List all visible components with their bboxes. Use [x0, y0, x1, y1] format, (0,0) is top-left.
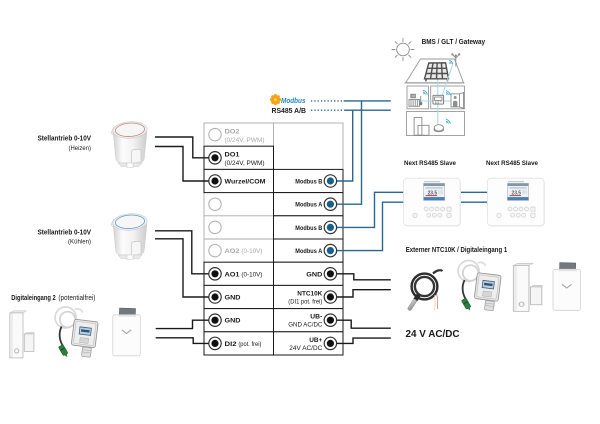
svg-text:Modbus B: Modbus B	[295, 225, 322, 232]
svg-text:Modbus B: Modbus B	[295, 179, 322, 186]
svg-text:Next RS485 Slave: Next RS485 Slave	[404, 160, 456, 167]
svg-text:(potentialfrei): (potentialfrei)	[58, 295, 95, 302]
svg-text:(0/24V, PWM): (0/24V, PWM)	[225, 160, 265, 167]
svg-text:Digitaleingang 2: Digitaleingang 2	[11, 295, 56, 302]
svg-text:24 V AC/DC: 24 V AC/DC	[406, 329, 460, 340]
svg-text:UB+: UB+	[309, 337, 322, 344]
svg-text:GND: GND	[225, 295, 241, 302]
svg-text:GND: GND	[306, 271, 322, 278]
svg-text:DO1: DO1	[225, 152, 240, 159]
svg-text:Stellantrieb 0-10V: Stellantrieb 0-10V	[38, 136, 92, 143]
svg-text:Externer NTC10K / Digitaleinga: Externer NTC10K / Digitaleingang 1	[406, 245, 508, 254]
svg-text:(Heizen): (Heizen)	[69, 145, 92, 152]
svg-text:24V AC/DC: 24V AC/DC	[289, 345, 323, 352]
svg-text:GND AC/DC: GND AC/DC	[288, 322, 323, 329]
svg-text:UB-: UB-	[310, 314, 322, 321]
svg-text:BMS / GLT / Gateway: BMS / GLT / Gateway	[422, 39, 486, 46]
svg-text:Stellantrieb 0-10V: Stellantrieb 0-10V	[38, 230, 92, 237]
svg-text:Wurzel/COM: Wurzel/COM	[225, 179, 266, 186]
svg-text:AO2 (0-10V): AO2 (0-10V)	[225, 248, 263, 255]
svg-text:DO2: DO2	[225, 129, 240, 136]
svg-text:(Kühlen): (Kühlen)	[68, 239, 91, 246]
svg-text:NTC10K: NTC10K	[297, 291, 322, 298]
svg-text:Modbus A: Modbus A	[295, 248, 322, 255]
svg-text:AO1 (0-10V): AO1 (0-10V)	[225, 271, 263, 278]
svg-text:Next RS485 Slave: Next RS485 Slave	[486, 160, 538, 167]
svg-text:Modbus: Modbus	[281, 96, 306, 105]
svg-text:GND: GND	[225, 318, 241, 325]
svg-text:(DI1 pot. frei): (DI1 pot. frei)	[288, 299, 322, 306]
svg-text:DI2 (pot. frei): DI2 (pot. frei)	[225, 341, 262, 348]
svg-text:RS485 A/B: RS485 A/B	[272, 108, 307, 115]
svg-text:(0/24V, PWM): (0/24V, PWM)	[225, 137, 265, 144]
svg-text:Modbus A: Modbus A	[295, 202, 322, 209]
